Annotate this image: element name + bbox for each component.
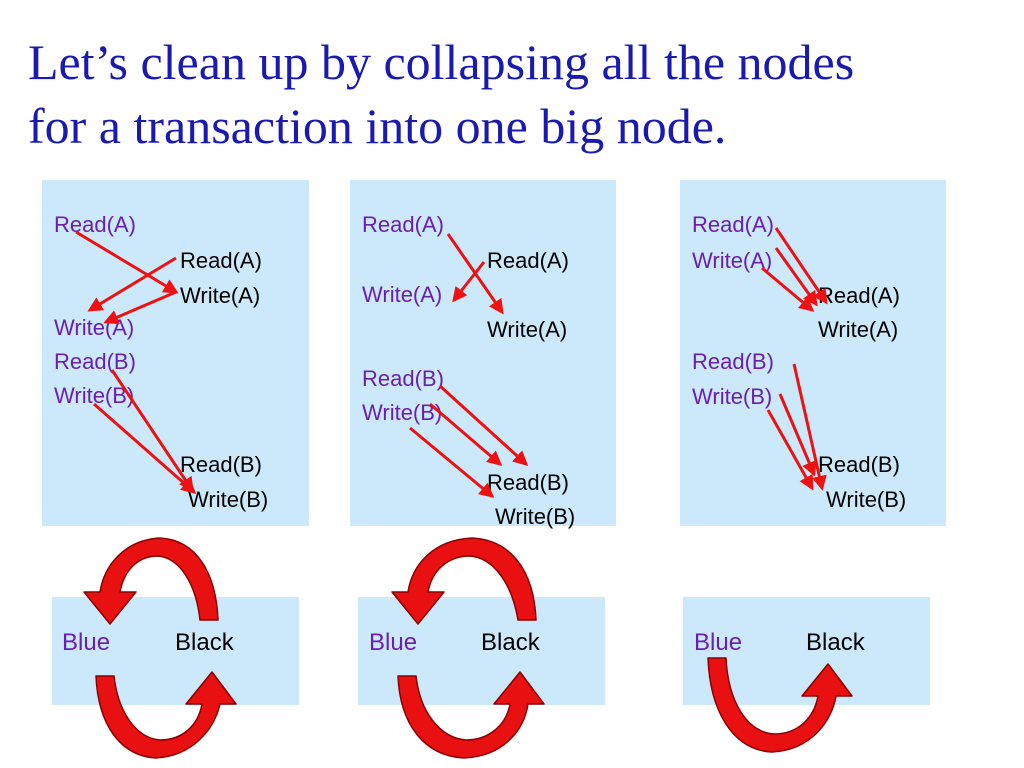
slide-title: Let’s clean up by collapsing all the nod… bbox=[28, 30, 1008, 158]
op-write-a: Write(A) bbox=[487, 317, 568, 342]
op-read-a: Read(A) bbox=[692, 212, 774, 237]
op-write-a: Write(A) bbox=[54, 315, 135, 340]
op-read-a: Read(A) bbox=[362, 212, 444, 237]
op-read-a: Read(A) bbox=[818, 283, 900, 308]
op-read-b: Read(B) bbox=[692, 349, 774, 374]
op-write-a: Write(A) bbox=[362, 282, 443, 307]
op-write-b: Write(B) bbox=[692, 384, 773, 409]
op-read-b: Read(B) bbox=[487, 470, 569, 495]
title-line-2: for a transaction into one big node. bbox=[28, 98, 727, 154]
node-black: Black bbox=[806, 629, 865, 656]
op-read-a: Read(A) bbox=[487, 248, 569, 273]
op-write-b: Write(B) bbox=[362, 400, 443, 425]
node-blue: Blue bbox=[694, 629, 743, 656]
op-read-b: Read(B) bbox=[362, 366, 444, 391]
op-write-a: Write(A) bbox=[180, 283, 261, 308]
op-write-a: Write(A) bbox=[692, 248, 773, 273]
op-read-b: Read(B) bbox=[818, 452, 900, 477]
node-black: Black bbox=[481, 629, 540, 656]
op-write-b: Write(B) bbox=[826, 487, 907, 512]
op-read-b: Read(B) bbox=[180, 452, 262, 477]
op-write-b: Write(B) bbox=[188, 487, 269, 512]
op-read-b: Read(B) bbox=[54, 349, 136, 374]
op-write-b: Write(B) bbox=[54, 383, 135, 408]
op-write-a: Write(A) bbox=[818, 317, 899, 342]
title-line-1: Let’s clean up by collapsing all the nod… bbox=[28, 34, 855, 90]
op-read-a: Read(A) bbox=[180, 248, 262, 273]
op-read-a: Read(A) bbox=[54, 212, 136, 237]
node-black: Black bbox=[175, 629, 234, 656]
node-blue: Blue bbox=[62, 629, 111, 656]
node-blue: Blue bbox=[369, 629, 418, 656]
op-write-b: Write(B) bbox=[495, 504, 576, 529]
